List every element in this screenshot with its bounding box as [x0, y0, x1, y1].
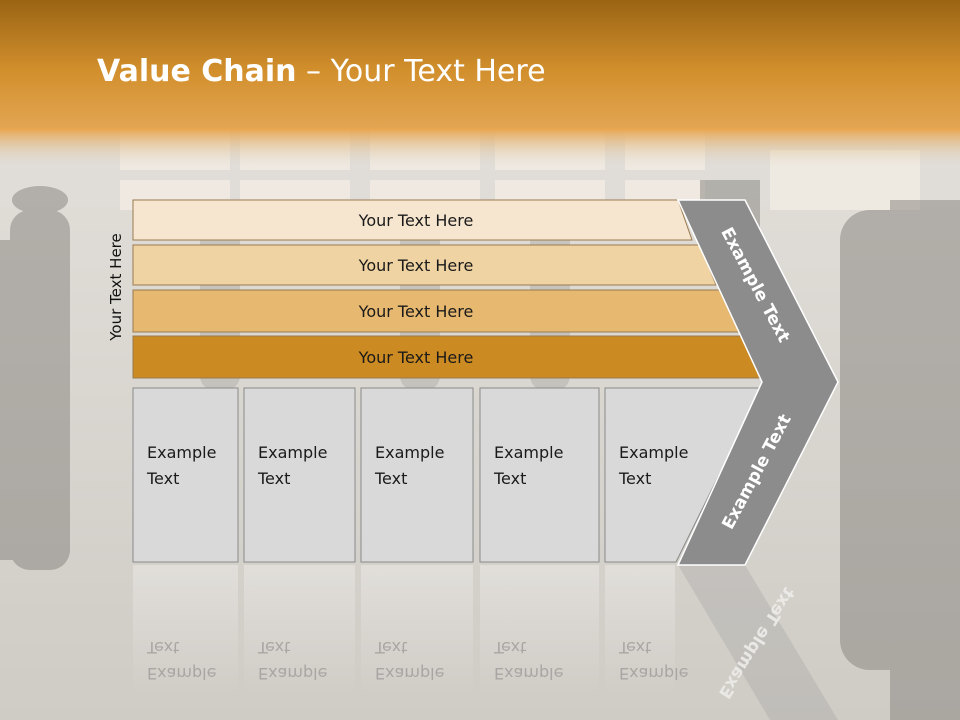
- box-4-line1: Example: [494, 443, 563, 462]
- box-3: [360, 387, 474, 563]
- chevron-reflection: [678, 565, 838, 720]
- box-1: [132, 387, 239, 563]
- box-4-line2-reflection: Text: [493, 638, 526, 657]
- bar-2: [132, 244, 717, 286]
- box-5-line2-reflection: Text: [618, 638, 651, 657]
- box-5-line1-reflection: Example: [619, 664, 688, 683]
- bar-label-2: Your Text Here: [358, 256, 474, 275]
- box-4: [479, 387, 600, 563]
- box-5-line1: Example: [619, 443, 688, 462]
- bar-label-1: Your Text Here: [358, 211, 474, 230]
- chevron-shape: [676, 199, 839, 566]
- title-bold: Value Chain: [97, 54, 297, 89]
- box-1-line1: Example: [147, 443, 216, 462]
- bar-label-3: Your Text Here: [358, 302, 474, 321]
- bar-label-4: Your Text Here: [358, 348, 474, 367]
- box-3-line1-reflection: Example: [375, 664, 444, 683]
- box-4-line2: Text: [493, 469, 526, 488]
- box-2-line2: Text: [257, 469, 290, 488]
- box-3-line2: Text: [374, 469, 407, 488]
- box-1-reflection: [133, 565, 238, 695]
- box-5-line2: Text: [618, 469, 651, 488]
- box-2-line1-reflection: Example: [258, 664, 327, 683]
- title-rest: – Your Text Here: [296, 54, 546, 89]
- box-2-line1: Example: [258, 443, 327, 462]
- box-1-line2-reflection: Text: [146, 638, 179, 657]
- box-4-line1-reflection: Example: [494, 664, 563, 683]
- box-4-reflection: [480, 565, 599, 695]
- box-2-reflection: [244, 565, 355, 695]
- box-2: [243, 387, 356, 563]
- box-1-line1-reflection: Example: [147, 664, 216, 683]
- box-1-line2: Text: [146, 469, 179, 488]
- box-5-reflection: [605, 565, 675, 695]
- box-3-line2-reflection: Text: [374, 638, 407, 657]
- bar-1: [132, 199, 693, 241]
- box-2-line2-reflection: Text: [257, 638, 290, 657]
- box-3-line1: Example: [375, 443, 444, 462]
- box-5: [604, 387, 763, 563]
- box-3-reflection: [361, 565, 473, 695]
- slide-title: Value Chain – Your Text Here: [97, 54, 546, 89]
